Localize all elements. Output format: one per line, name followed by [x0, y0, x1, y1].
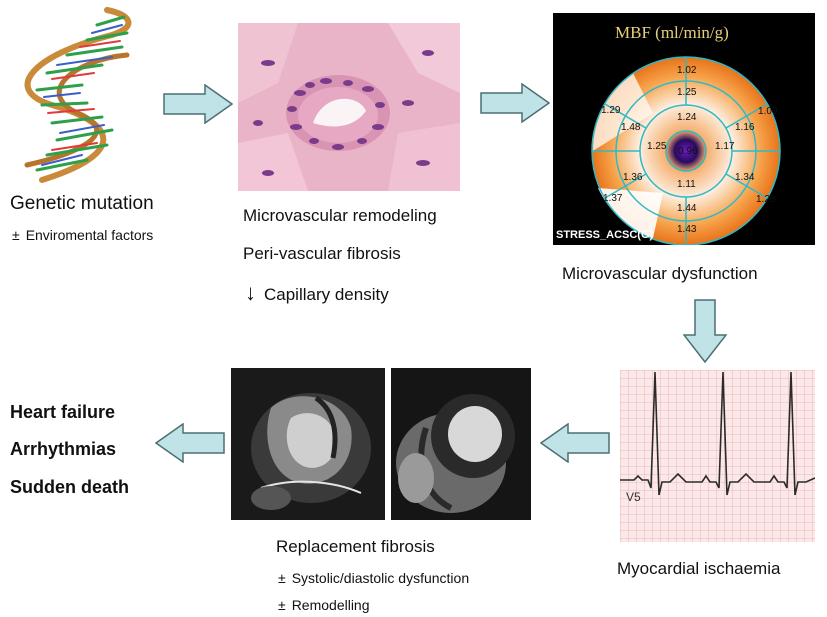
ecg-image: V5 — [620, 370, 815, 542]
left-arrow-1 — [540, 423, 610, 463]
genetic-mutation-title: Genetic mutation — [10, 193, 154, 214]
map-value: 1.36 — [623, 172, 643, 183]
map-mode-label: STRESS_ACSC(G) — [556, 229, 654, 241]
down-arrow-icon: ↓ — [245, 280, 256, 305]
mri-long-axis-image — [231, 368, 385, 520]
histology-image — [238, 23, 460, 191]
map-value: 1.28 — [756, 194, 776, 205]
map-value: 1.11 — [677, 179, 696, 190]
plus-minus-symbol: ± — [278, 570, 286, 586]
map-value: 1.17 — [715, 141, 735, 152]
map-value: 1.25 — [677, 87, 697, 98]
outcome-heart-failure: Heart failure — [10, 402, 116, 422]
systolic-diastolic-text: Systolic/diastolic dysfunction — [291, 570, 470, 586]
right-arrow-1 — [163, 84, 233, 124]
map-value: 1.02 — [677, 65, 697, 76]
microvascular-dysfunction-title: Microvascular dysfunction — [562, 264, 758, 283]
remodelling-text: Remodelling — [291, 597, 370, 613]
map-value: 1.48 — [621, 122, 641, 133]
map-value: 1.29 — [601, 105, 621, 116]
plus-minus-symbol: ± — [12, 227, 20, 243]
ecg-lead-label: V5 — [626, 490, 641, 504]
plus-minus-symbol: ± — [278, 597, 286, 613]
outcome-sudden-death: Sudden death — [10, 477, 130, 497]
systolic-diastolic-line: ± Systolic/diastolic dysfunction — [278, 570, 469, 586]
map-value: 1.24 — [677, 112, 697, 123]
capillary-density-text: Capillary density — [264, 285, 389, 304]
myocardial-ischaemia-title: Myocardial ischaemia — [617, 559, 781, 578]
map-value: 1.43 — [677, 224, 697, 235]
map-value: 1.25 — [647, 141, 667, 152]
dna-image — [12, 5, 142, 185]
mri-short-axis-image — [391, 368, 531, 520]
remodelling-line: ± Remodelling — [278, 597, 370, 613]
map-value: 1.44 — [677, 203, 697, 214]
environmental-factors-line: ± Enviromental factors — [12, 227, 153, 243]
outcome-arrhythmias: Arrhythmias — [10, 439, 117, 459]
left-arrow-2 — [155, 423, 225, 463]
right-arrow-2 — [480, 83, 550, 123]
polar-map-image: MBF (ml/min/g) 1.02 1.25 1.29 1.09 1.48 … — [553, 13, 815, 245]
microvascular-remodeling-text: Microvascular remodeling — [243, 206, 437, 225]
map-value: 1.34 — [735, 172, 755, 183]
map-title: MBF (ml/min/g) — [615, 23, 729, 42]
down-arrow — [683, 299, 727, 363]
map-value: 0.96 — [678, 146, 698, 157]
capillary-density-line: ↓ Capillary density — [245, 280, 389, 306]
environmental-factors-text: Enviromental factors — [25, 227, 154, 243]
replacement-fibrosis-title: Replacement fibrosis — [276, 537, 435, 556]
map-value: 1.16 — [735, 122, 755, 133]
map-value: 1.37 — [603, 193, 623, 204]
map-value: 1.09 — [758, 106, 778, 117]
perivascular-fibrosis-text: Peri-vascular fibrosis — [243, 244, 401, 263]
